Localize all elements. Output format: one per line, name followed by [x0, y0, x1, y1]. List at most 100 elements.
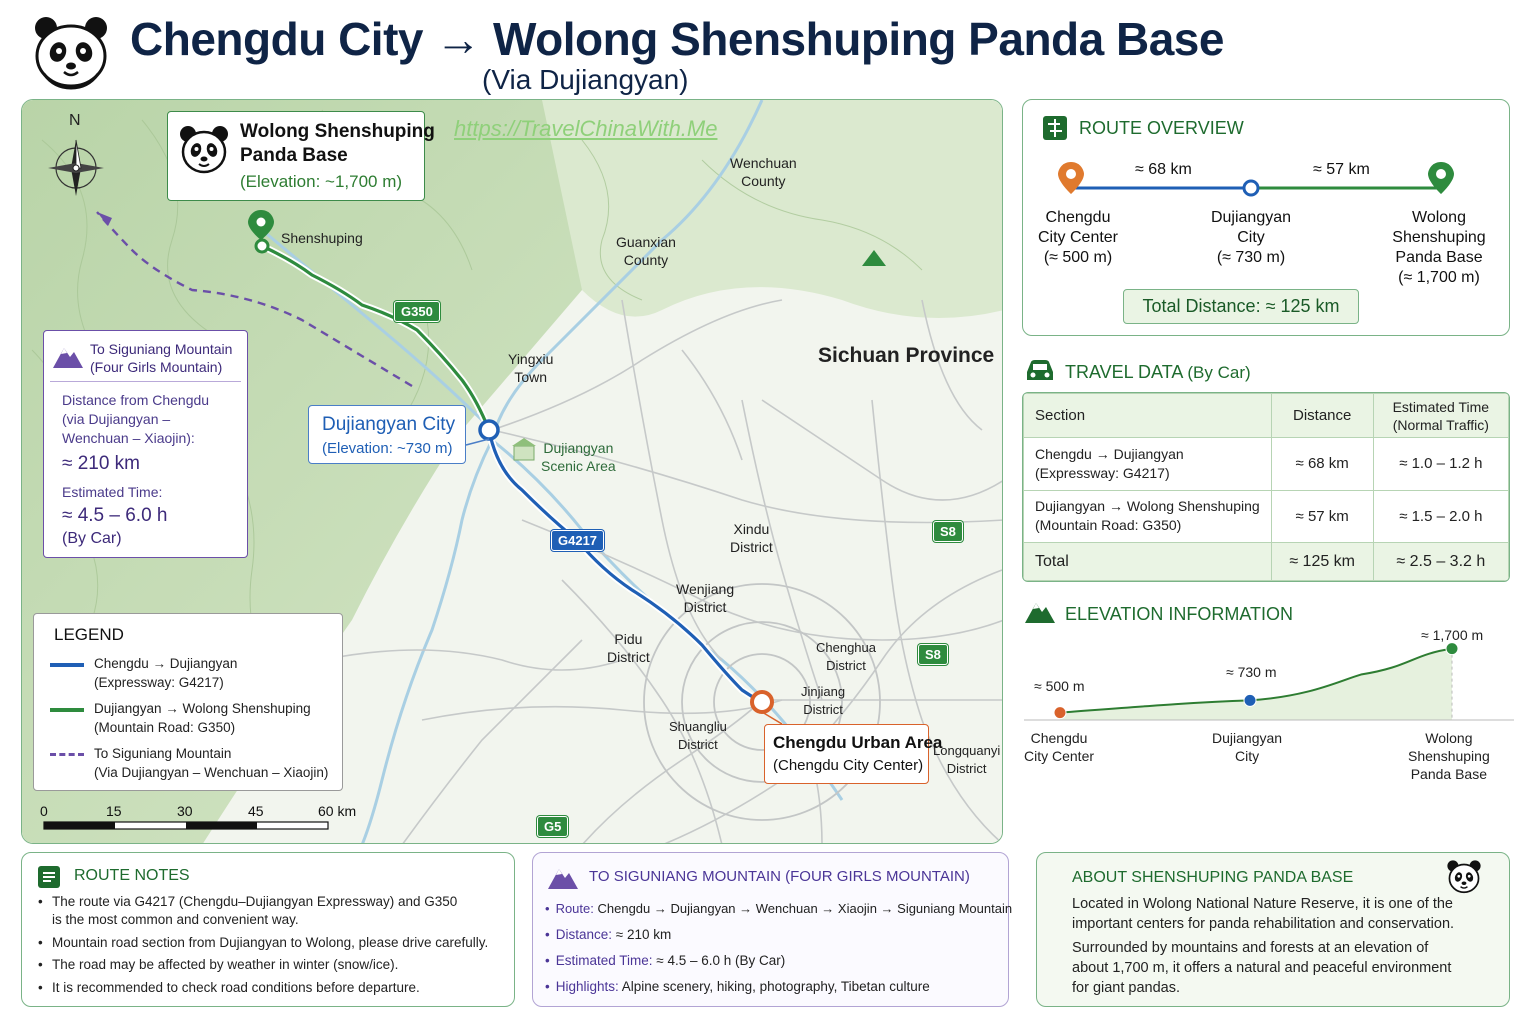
list-item: The road may be affected by weather in w… [38, 956, 488, 974]
table-header: Section [1023, 393, 1272, 438]
route-sign-icon [1043, 116, 1067, 140]
wolong-callout[interactable]: Wolong Shenshuping Panda Base (Elevation… [167, 111, 435, 201]
chengdu-pin-icon [1058, 162, 1084, 194]
table-cell: ≈ 1.5 – 2.0 h [1372, 489, 1509, 543]
peak-icon [862, 250, 886, 266]
legend-item-expressway: Chengdu → Dujiangyan (Expressway: G4217) [94, 656, 238, 690]
siguniang-route[interactable] [96, 211, 413, 388]
watermark-link[interactable]: https://TravelChinaWith.Me [454, 116, 718, 141]
scale-label: 45 [248, 803, 264, 819]
place-wenjiang: Wenjiang District [676, 581, 735, 615]
place-pidu: Pidu District [607, 631, 650, 665]
compass-north-label: N [69, 112, 81, 129]
siguniang-time-value: ≈ 4.5 – 6.0 h [62, 505, 168, 526]
place-jinjiang: Jinjiang District [801, 684, 846, 717]
scenic-area-icon [512, 438, 536, 461]
mountain-icon [53, 348, 83, 368]
table-cell: ≈ 2.5 – 3.2 h [1372, 542, 1509, 581]
divider [50, 381, 241, 382]
legend-item-siguniang: To Siguniang Mountain (Via Dujiangyan – … [94, 746, 329, 780]
table-header: Estimated Time (Normal Traffic) [1372, 393, 1509, 438]
route-notes-title: ROUTE NOTES [74, 867, 190, 884]
siguniang-arrow-icon [97, 212, 112, 226]
siguniang-distance-label: Distance: [555, 927, 613, 942]
dujiangyan-callout-title: Dujiangyan City [322, 414, 456, 435]
route-overview-title: ROUTE OVERVIEW [1079, 118, 1244, 138]
scale-label: 15 [106, 803, 122, 819]
siguniang-distance-value: ≈ 210 km [62, 453, 141, 474]
table-header: Distance [1270, 393, 1374, 438]
list-item: Mountain road section from Dujiangyan to… [38, 934, 488, 952]
segment-distance: ≈ 57 km [1313, 161, 1370, 178]
siguniang-mode: (By Car) [62, 530, 122, 547]
dujiangyan-marker-icon[interactable] [478, 419, 500, 441]
siguniang-time-row: •Estimated Time: ≈ 4.5 – 6.0 h (By Car) [545, 953, 786, 968]
route-notes-panel: ROUTE NOTES The route via G4217 (Chengdu… [21, 852, 515, 1007]
route-notes-list: The route via G4217 (Chengdu–Dujiangyan … [38, 893, 488, 1001]
siguniang-time-value: ≈ 4.5 – 6.0 h (By Car) [656, 953, 786, 968]
siguniang-distance-row: •Distance: ≈ 210 km [545, 927, 672, 942]
legend-swatch-siguniang [50, 753, 84, 756]
g4217-route[interactable] [487, 429, 763, 704]
scale-label: 30 [177, 803, 193, 819]
elevation-value: ≈ 730 m [1226, 664, 1277, 680]
chengdu-callout[interactable]: Chengdu Urban Area (Chengdu City Center) [764, 724, 942, 784]
legend-title: LEGEND [54, 625, 124, 644]
wolong-pin-icon [1428, 162, 1454, 194]
siguniang-time-label: Estimated Time: [555, 953, 653, 968]
g4217-shield: G4217 [551, 530, 605, 551]
elevation-line [1059, 647, 1453, 714]
place-yingxiu: Yingxiu Town [508, 351, 554, 385]
travel-data-title-main: TRAVEL DATA [1065, 362, 1183, 382]
siguniang-highlights-value: Alpine scenery, hiking, photography, Tib… [621, 979, 930, 994]
scale-bar [43, 821, 329, 830]
siguniang-title: TO SIGUNIANG MOUNTAIN (FOUR GIRLS MOUNTA… [589, 868, 970, 885]
ring-roads [643, 583, 881, 821]
car-icon [1027, 360, 1053, 380]
siguniang-time-label: Estimated Time: [62, 484, 163, 500]
wolong-pin-icon[interactable] [248, 210, 274, 254]
siguniang-highlights-label: Highlights: [555, 979, 619, 994]
place-shenshuping: Shenshuping [281, 230, 363, 246]
legend-swatch-mountain-road [50, 708, 84, 712]
siguniang-panel: TO SIGUNIANG MOUNTAIN (FOUR GIRLS MOUNTA… [532, 852, 1013, 1007]
list-item: The route via G4217 (Chengdu–Dujiangyan … [38, 893, 488, 929]
page-subtitle: (Via Dujiangyan) [482, 64, 689, 95]
scale-labels: 0 15 30 45 60 km [40, 803, 370, 833]
compass-icon [48, 139, 104, 196]
place-xindu: Xindu District [730, 521, 773, 555]
scale-label: 60 km [318, 803, 357, 819]
page-title: Chengdu City → Wolong Shenshuping Panda … [130, 13, 1224, 65]
travel-data-table: Section Distance Estimated Time (Normal … [1022, 392, 1510, 582]
panda-logo-icon [35, 17, 107, 90]
elevation-profile-chart [1024, 642, 1514, 721]
s8-shield: S8 [933, 521, 963, 542]
wolong-callout-elevation: (Elevation: ~1,700 m) [240, 172, 403, 191]
elevation-point-chengdu [1053, 706, 1067, 720]
panda-icon [1447, 860, 1481, 894]
dujiangyan-callout[interactable]: Dujiangyan City (Elevation: ~730 m) [308, 405, 466, 464]
place-guanxian: Guanxian County [616, 234, 676, 268]
elevation-value: ≈ 500 m [1034, 678, 1085, 694]
table-cell: ≈ 68 km [1270, 437, 1374, 491]
total-distance: Total Distance: ≈ 125 km [1123, 289, 1359, 324]
table-row: Chengdu → Dujiangyan (Expressway: G4217)… [1023, 437, 1509, 491]
segment-distance: ≈ 68 km [1135, 161, 1192, 178]
route-overview-panel: ROUTE OVERVIEW ≈ 68 km ≈ 57 km Chengdu C… [1022, 99, 1510, 336]
route-line [1058, 162, 1454, 197]
chengdu-marker-icon[interactable] [750, 690, 774, 714]
siguniang-route-value: Chengdu → Dujiangyan → Wenchuan → Xiaoji… [597, 901, 1013, 916]
scale-label: 0 [40, 803, 48, 819]
siguniang-info-box: To Siguniang Mountain (Four Girls Mounta… [43, 330, 248, 558]
table-cell: Total [1023, 542, 1272, 581]
siguniang-route-row: •Route: Chengdu → Dujiangyan → Wenchuan … [545, 901, 1013, 916]
mountain-icon [548, 869, 578, 889]
route-map[interactable]: N https://TravelChinaWith.Me Sichuan Pro… [21, 99, 1003, 844]
dujiangyan-node-icon [1242, 179, 1260, 197]
g350-shield: G350 [394, 301, 440, 322]
travel-data-title: TRAVEL DATA (By Car) [1065, 362, 1251, 383]
chengdu-callout-title: Chengdu Urban Area [773, 733, 943, 752]
mountain-area [542, 100, 1002, 318]
elevation-point-dujiangyan [1243, 693, 1257, 707]
table-row: Dujiangyan → Wolong Shenshuping (Mountai… [1023, 489, 1509, 543]
